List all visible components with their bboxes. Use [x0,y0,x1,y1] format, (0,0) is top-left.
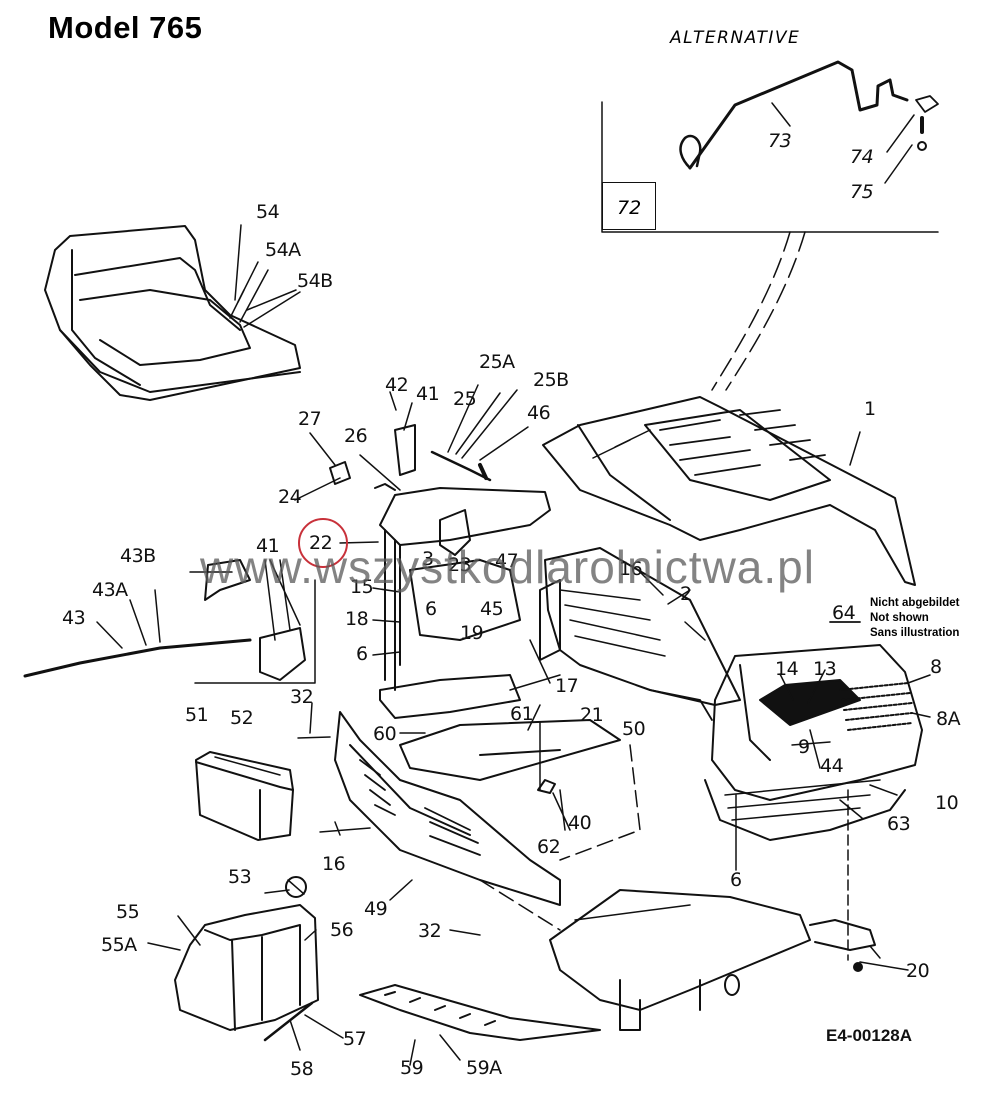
part-label-3[interactable]: 3 [422,548,434,570]
part-label-27[interactable]: 27 [298,408,322,430]
part-label-1[interactable]: 1 [864,398,876,420]
part-label-41[interactable]: 41 [416,383,440,405]
part-label-54[interactable]: 54 [256,201,280,223]
part-label-2[interactable]: 2 [680,583,692,605]
part-label-43A[interactable]: 43A [92,579,128,601]
part-label-44[interactable]: 44 [820,755,844,777]
not-shown-note: Nicht abgebildet Not shown Sans illustra… [870,596,959,641]
part-label-54B[interactable]: 54B [297,270,333,292]
alternative-inset-frame [601,101,939,233]
part-label-60[interactable]: 60 [373,723,397,745]
alternative-heading: ALTERNATIVE [670,28,801,48]
note-line-en: Not shown [870,612,929,624]
part-label-42[interactable]: 42 [385,374,409,396]
cable-drawing [23,559,316,684]
highlight-circle [298,518,348,568]
part-label-6-a[interactable]: 6 [425,598,437,620]
part-label-56[interactable]: 56 [330,919,354,941]
part-label-23[interactable]: 23 [448,554,472,576]
part-label-26[interactable]: 26 [344,425,368,447]
part-label-46[interactable]: 46 [527,402,551,424]
part-label-50[interactable]: 50 [622,718,646,740]
part-label-51[interactable]: 51 [185,704,209,726]
part-label-74[interactable]: 74 [850,146,874,168]
part-label-58[interactable]: 58 [290,1058,314,1080]
part-label-25[interactable]: 25 [453,388,477,410]
part-label-6-b[interactable]: 6 [356,643,368,665]
part-label-32-upper[interactable]: 32 [290,686,314,708]
part-label-49[interactable]: 49 [364,898,388,920]
part-label-6-c[interactable]: 6 [730,869,742,891]
part-label-43B[interactable]: 43B [120,545,156,567]
drawing-code: E4-00128A [826,1026,913,1045]
part-label-57[interactable]: 57 [343,1028,367,1050]
part-label-21[interactable]: 21 [580,704,604,726]
part-label-22[interactable]: 22 [309,532,333,554]
fuel-tank-drawing [174,876,319,1042]
hood-drawing [542,396,916,586]
battery-drawing [195,751,294,841]
part-label-47[interactable]: 47 [495,550,519,572]
leader-dashed [725,231,806,391]
part-label-16-lower[interactable]: 16 [322,853,346,875]
part-label-8A[interactable]: 8A [936,708,961,730]
leader-lines [96,224,931,1066]
part-label-25A[interactable]: 25A [479,351,515,373]
part-label-16-upper[interactable]: 16 [619,558,643,580]
part-label-53[interactable]: 53 [228,866,252,888]
part-label-73[interactable]: 73 [768,130,792,152]
part-label-75[interactable]: 75 [850,181,874,203]
model-title: Model 765 [48,10,203,45]
part-label-25B[interactable]: 25B [533,369,569,391]
part-label-54A[interactable]: 54A [265,239,301,261]
note-line-de: Nicht abgebildet [870,597,960,609]
part-label-59A[interactable]: 59A [466,1057,502,1079]
seat-drawing [44,225,301,401]
note-line-fr: Sans illustration [870,627,960,639]
part-label-45[interactable]: 45 [480,598,504,620]
chassis-drawing [479,879,881,1031]
part-label-13[interactable]: 13 [813,658,837,680]
part-label-24[interactable]: 24 [278,486,302,508]
part-label-55[interactable]: 55 [116,901,140,923]
part-label-64[interactable]: 64 [832,602,856,624]
part-label-43[interactable]: 43 [62,607,86,629]
part-label-14[interactable]: 14 [775,658,799,680]
frame-panel-drawing [334,711,641,906]
dash-panel-drawing [329,424,561,719]
part-label-52[interactable]: 52 [230,707,254,729]
part-label-18[interactable]: 18 [345,608,369,630]
grille-drawing [704,644,923,961]
part-label-9[interactable]: 9 [798,736,810,758]
part-label-72: 72 [617,197,642,219]
part-label-19[interactable]: 19 [460,622,484,644]
part-label-62[interactable]: 62 [537,836,561,858]
part-label-10[interactable]: 10 [935,792,959,814]
part-label-59[interactable]: 59 [400,1057,424,1079]
part-label-41-lower[interactable]: 41 [256,535,280,557]
fuel-line-73-drawing [679,60,939,184]
alternative-box-72: 72 [602,182,656,230]
part-label-40[interactable]: 40 [568,812,592,834]
part-label-20[interactable]: 20 [906,960,930,982]
leader-dashed [711,231,791,391]
watermark: www.wszystkodlarolnictwa.pl [200,541,815,593]
part-label-32-lower[interactable]: 32 [418,920,442,942]
part-label-61[interactable]: 61 [510,703,534,725]
part-label-63[interactable]: 63 [887,813,911,835]
part-label-17[interactable]: 17 [555,675,579,697]
part-label-8[interactable]: 8 [930,656,942,678]
part-label-15[interactable]: 15 [350,576,374,598]
footrest-drawing [359,984,601,1041]
part-label-55A[interactable]: 55A [101,934,137,956]
